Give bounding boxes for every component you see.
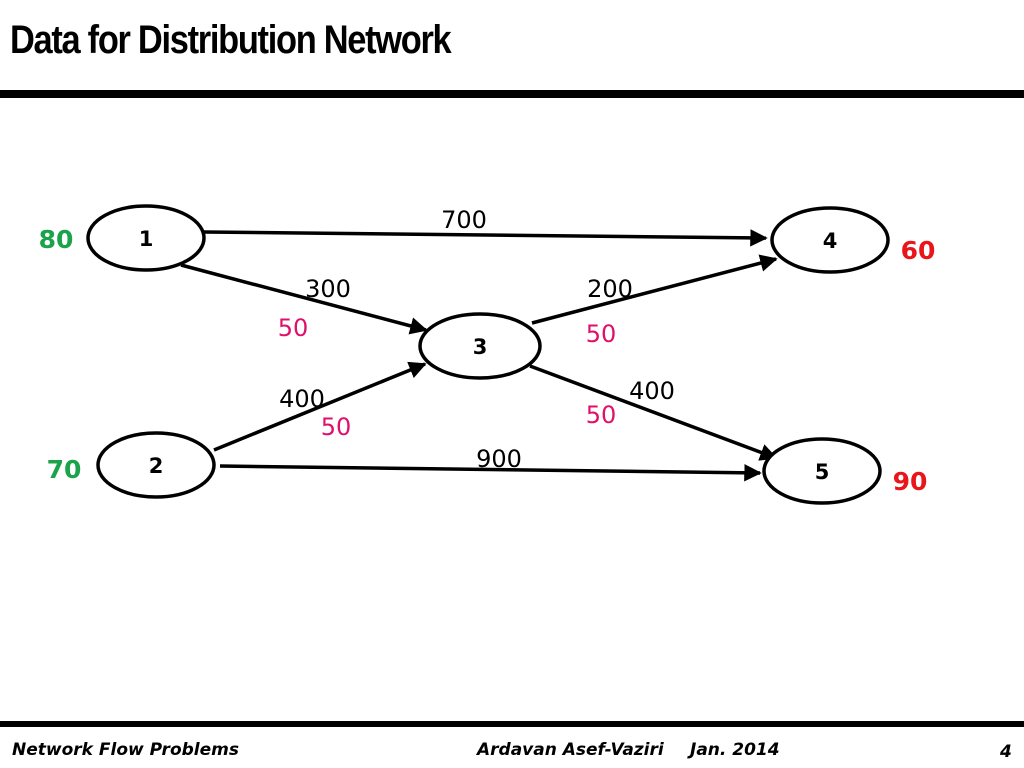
edge-cost-1-3: 300: [305, 275, 351, 303]
nodes-layer: [86, 204, 890, 505]
edge-capacity-3-5: 50: [586, 401, 617, 429]
node-5: [762, 437, 882, 505]
node-3: [418, 312, 542, 380]
node-demand-value-5: 90: [893, 467, 928, 496]
edge-cost-1-4: 700: [441, 206, 487, 234]
edge-3-4: [531, 254, 778, 325]
edge-capacity-1-3: 50: [278, 314, 309, 342]
node-demand-value-4: 60: [901, 236, 936, 265]
edge-cost-3-4: 200: [587, 275, 633, 303]
node-label-2: 2: [149, 454, 164, 478]
footer-divider: [0, 721, 1024, 727]
edge-cost-2-3: 400: [279, 385, 325, 413]
edges-layer: [180, 229, 778, 482]
footer-author: Ardavan Asef-Vaziri: [477, 740, 664, 760]
edge-capacity-3-4: 50: [586, 320, 617, 348]
edge-3-5: [529, 364, 778, 461]
edge-2-3: [213, 361, 427, 452]
edge-capacity-2-3: 50: [321, 413, 352, 441]
footer-page-number: 4: [1000, 742, 1012, 762]
node-label-5: 5: [815, 460, 830, 484]
edge-2-5: [219, 464, 762, 482]
footer-course-title: Network Flow Problems: [12, 740, 239, 760]
node-1: [86, 204, 206, 272]
node-supply-value-1: 80: [39, 225, 74, 254]
slide-title: Data for Distribution Network: [10, 18, 452, 62]
edge-cost-3-5: 400: [629, 377, 675, 405]
node-2: [96, 431, 216, 499]
edge-1-4: [203, 229, 768, 247]
node-label-1: 1: [139, 227, 154, 251]
node-4: [770, 206, 890, 274]
title-divider: [0, 90, 1024, 98]
edge-1-3: [180, 263, 428, 335]
edge-cost-2-5: 900: [476, 445, 522, 473]
node-supply-value-2: 70: [47, 455, 82, 484]
footer-date: Jan. 2014: [690, 740, 780, 760]
node-label-3: 3: [473, 335, 488, 359]
node-label-4: 4: [823, 229, 838, 253]
